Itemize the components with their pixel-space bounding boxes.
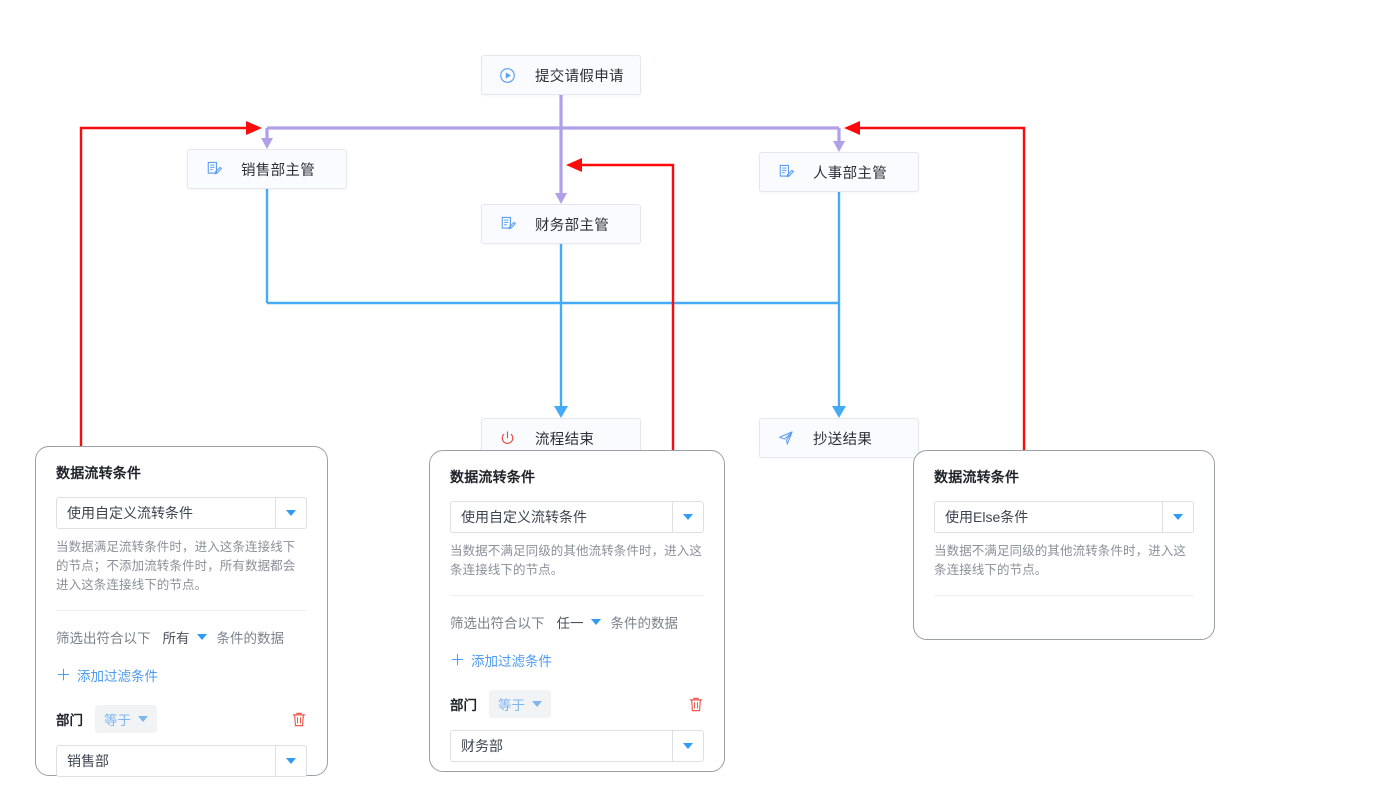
chevron-down-icon[interactable]	[672, 731, 703, 761]
panel-divider	[934, 595, 1194, 596]
arrowhead-red-mid	[566, 158, 582, 172]
chevron-down-icon[interactable]	[1162, 502, 1193, 532]
arrowhead-red-left	[246, 121, 262, 135]
panel-divider	[56, 610, 307, 611]
filter-suffix-label: 条件的数据	[216, 631, 285, 646]
chevron-down-icon	[532, 701, 542, 707]
add-filter-label: 添加过滤条件	[471, 654, 553, 669]
condition-hint: 当数据不满足同级的其他流转条件时，进入这条连接线下的节点。	[450, 544, 703, 577]
condition-field-label: 部门	[56, 713, 83, 728]
condition-value-select[interactable]: 财务部	[450, 730, 704, 762]
flow-node-hr[interactable]: 人事部主管	[759, 152, 919, 192]
condition-value-select[interactable]: 销售部	[56, 745, 307, 777]
chevron-down-icon	[138, 716, 148, 722]
panel-title: 数据流转条件	[934, 469, 1020, 485]
arrowhead-purple-sales	[261, 138, 273, 149]
approval-form-icon	[204, 160, 223, 179]
chevron-down-icon[interactable]	[672, 502, 703, 532]
chevron-down-icon[interactable]	[275, 498, 306, 528]
condition-hint: 当数据满足流转条件时，进入这条连接线下的节点；不添加流转条件时，所有数据都会进入…	[56, 540, 296, 592]
select-value: 财务部	[461, 738, 503, 754]
arrowhead-blue-cc	[832, 406, 846, 418]
select-value: 使用自定义流转条件	[461, 509, 587, 525]
filter-suffix-label: 条件的数据	[610, 616, 679, 631]
arrowhead-red-right	[844, 121, 860, 135]
condition-panel-right: 数据流转条件 使用Else条件 当数据不满足同级的其他流转条件时，进入这条连接线…	[913, 450, 1215, 640]
arrowhead-blue-end	[554, 406, 568, 418]
filter-scope-value: 所有	[162, 631, 190, 646]
add-filter-button[interactable]: ＋ 添加过滤条件	[450, 650, 552, 670]
condition-operator-value: 等于	[104, 713, 131, 728]
flow-node-start[interactable]: 提交请假申请	[481, 55, 641, 95]
power-off-icon	[498, 429, 517, 448]
condition-field-label: 部门	[450, 698, 477, 713]
add-filter-label: 添加过滤条件	[77, 669, 159, 684]
filter-scope-row: 筛选出符合以下 所有 条件的数据	[56, 627, 307, 647]
approval-form-icon	[498, 215, 517, 234]
flow-node-label: 提交请假申请	[535, 68, 624, 85]
filter-scope-value: 任一	[556, 616, 584, 631]
add-filter-button[interactable]: ＋ 添加过滤条件	[56, 665, 158, 685]
plus-icon: ＋	[56, 666, 72, 684]
filter-scope-select[interactable]: 任一	[557, 612, 601, 632]
filter-prefix-label: 筛选出符合以下	[56, 631, 151, 646]
play-circle-icon	[498, 66, 517, 85]
flow-condition-mode-select[interactable]: 使用Else条件	[934, 501, 1194, 533]
flow-node-label: 流程结束	[535, 431, 595, 448]
condition-row: 部门 等于	[56, 705, 307, 733]
arrowhead-purple-hr	[833, 141, 845, 152]
flow-condition-mode-select[interactable]: 使用自定义流转条件	[56, 497, 307, 529]
flow-node-finance[interactable]: 财务部主管	[481, 204, 641, 244]
flow-node-label: 财务部主管	[535, 217, 609, 234]
condition-hint: 当数据不满足同级的其他流转条件时，进入这条连接线下的节点。	[934, 544, 1187, 577]
condition-operator-select[interactable]: 等于	[95, 705, 157, 733]
select-value: 使用自定义流转条件	[67, 505, 193, 521]
flow-node-label: 抄送结果	[813, 431, 873, 448]
panel-divider	[450, 595, 704, 596]
filter-scope-row: 筛选出符合以下 任一 条件的数据	[450, 612, 704, 632]
flow-condition-mode-select[interactable]: 使用自定义流转条件	[450, 501, 704, 533]
condition-panel-left: 数据流转条件 使用自定义流转条件 当数据满足流转条件时，进入这条连接线下的节点；…	[35, 446, 328, 777]
send-plane-icon	[776, 429, 795, 448]
flow-node-cc[interactable]: 抄送结果	[759, 418, 919, 458]
delete-condition-button[interactable]	[688, 696, 704, 713]
flow-node-sales[interactable]: 销售部主管	[187, 149, 347, 189]
condition-operator-select[interactable]: 等于	[489, 690, 551, 718]
delete-condition-button[interactable]	[291, 711, 307, 728]
panel-title: 数据流转条件	[56, 465, 142, 481]
filter-scope-select[interactable]: 所有	[163, 627, 207, 647]
approval-form-icon	[776, 163, 795, 182]
filter-prefix-label: 筛选出符合以下	[450, 616, 545, 631]
flow-node-label: 销售部主管	[241, 162, 315, 179]
condition-panel-middle: 数据流转条件 使用自定义流转条件 当数据不满足同级的其他流转条件时，进入这条连接…	[429, 450, 725, 772]
condition-operator-value: 等于	[498, 698, 525, 713]
select-value: 销售部	[67, 753, 109, 769]
flow-node-label: 人事部主管	[813, 165, 887, 182]
plus-icon: ＋	[450, 651, 466, 669]
chevron-down-icon	[196, 634, 207, 640]
chevron-down-icon[interactable]	[275, 746, 306, 776]
select-value: 使用Else条件	[945, 509, 1029, 525]
chevron-down-icon	[590, 619, 601, 625]
condition-row: 部门 等于	[450, 690, 704, 718]
arrowhead-purple-finance	[555, 193, 567, 204]
panel-title: 数据流转条件	[450, 469, 536, 485]
